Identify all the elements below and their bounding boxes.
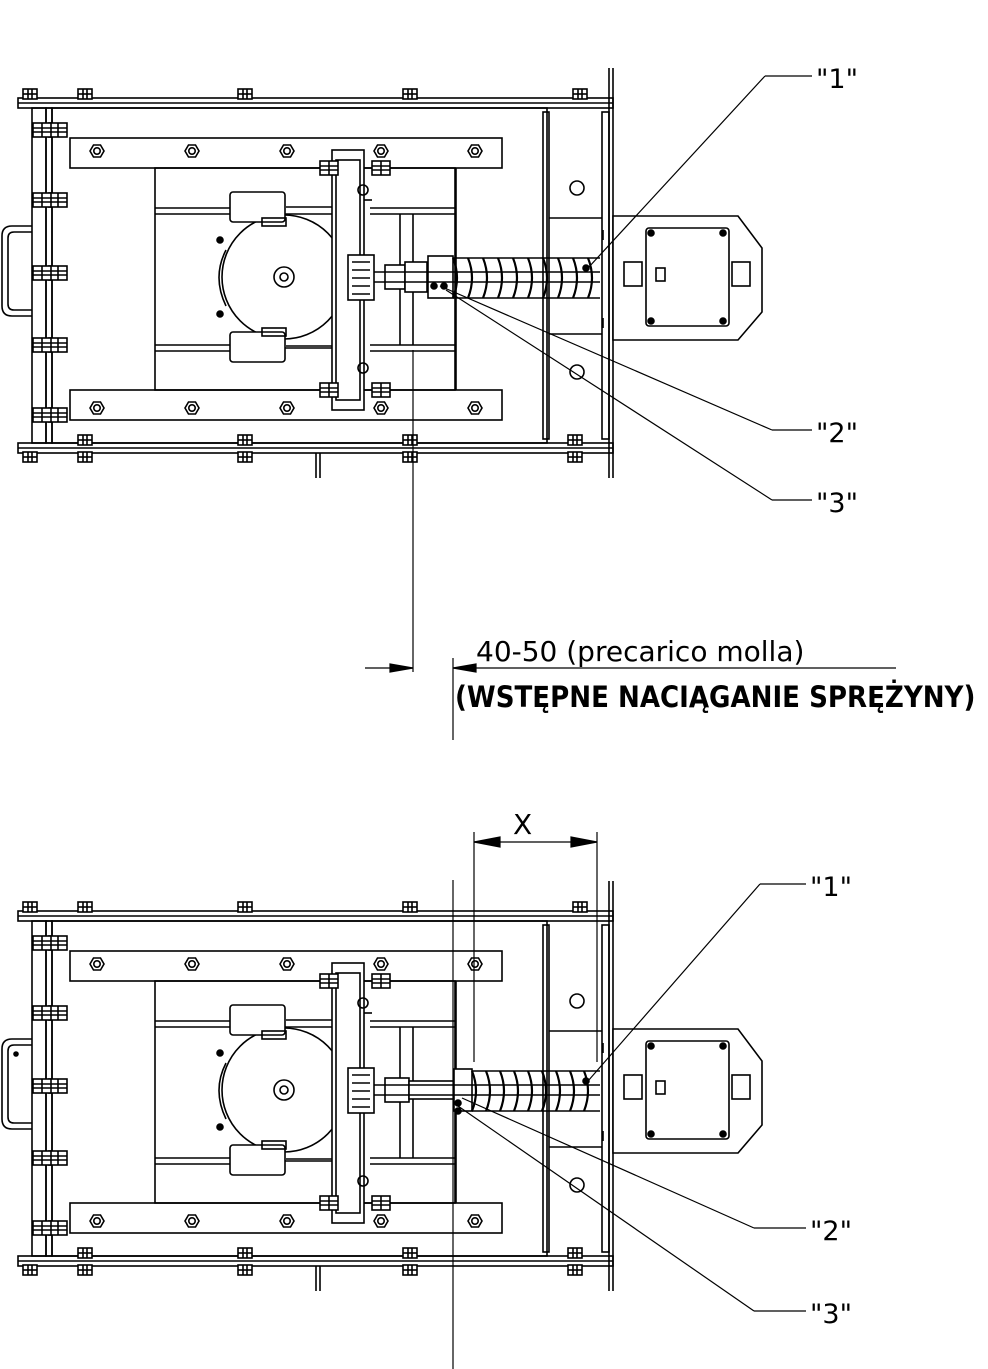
preload-value-label: 40-50 (precarico molla) <box>476 635 804 668</box>
callout-leaders-bottom <box>457 883 806 1312</box>
bottom-view <box>1 880 763 1292</box>
callout-1-bottom: "1" <box>810 872 852 903</box>
callout-2-top: "2" <box>816 418 858 449</box>
preload-polish-label: (WSTĘPNE NACIĄGANIE SPRĘŻYNY) <box>455 680 975 714</box>
preload-dimension <box>365 350 896 1369</box>
callout-leaders-top <box>439 75 812 501</box>
callout-3-top: "3" <box>816 488 858 519</box>
dimension-x-label: X <box>513 808 532 841</box>
callout-1-top: "1" <box>816 64 858 95</box>
callout-2-bottom: "2" <box>810 1216 852 1247</box>
dimension-x <box>473 832 598 1062</box>
top-view <box>1 67 763 479</box>
callout-3-bottom: "3" <box>810 1299 852 1330</box>
